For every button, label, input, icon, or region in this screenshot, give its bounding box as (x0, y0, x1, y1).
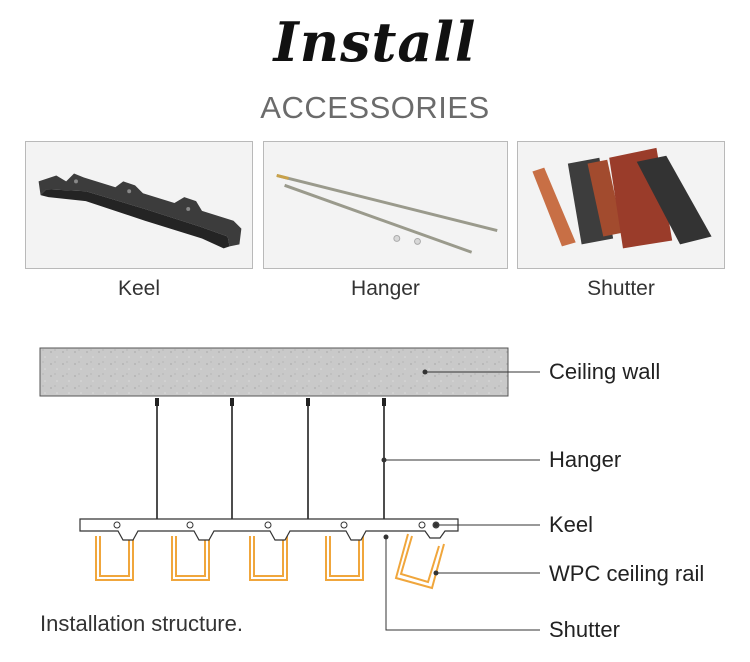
callout-dots (381, 369, 439, 576)
wpc-rails (95, 533, 445, 590)
shutter-label: Shutter (587, 277, 655, 300)
label-hanger: Hanger (549, 447, 622, 472)
shutter-photo-icon (518, 142, 724, 268)
keel-bar (79, 518, 459, 541)
keel-photo-icon (26, 142, 252, 268)
hanger-rods (156, 398, 385, 520)
label-ceiling-wall: Ceiling wall (549, 359, 661, 384)
page-title: Install (273, 10, 477, 74)
callout-lines (384, 371, 540, 631)
hanger-photo-icon (264, 142, 507, 268)
hanger-label: Hanger (351, 277, 420, 300)
label-keel: Keel (549, 512, 594, 537)
label-wpc-ceiling-rail: WPC ceiling rail (549, 561, 705, 586)
section-subtitle: ACCESSORIES (260, 90, 490, 125)
label-shutter: Shutter (549, 617, 620, 642)
hanger-image (263, 141, 508, 269)
keel-label: Keel (117, 277, 161, 300)
keel-image (25, 141, 253, 269)
shutter-image (517, 141, 725, 269)
hanger-ends (155, 398, 386, 406)
diagram-caption: Installation structure. (40, 611, 243, 636)
